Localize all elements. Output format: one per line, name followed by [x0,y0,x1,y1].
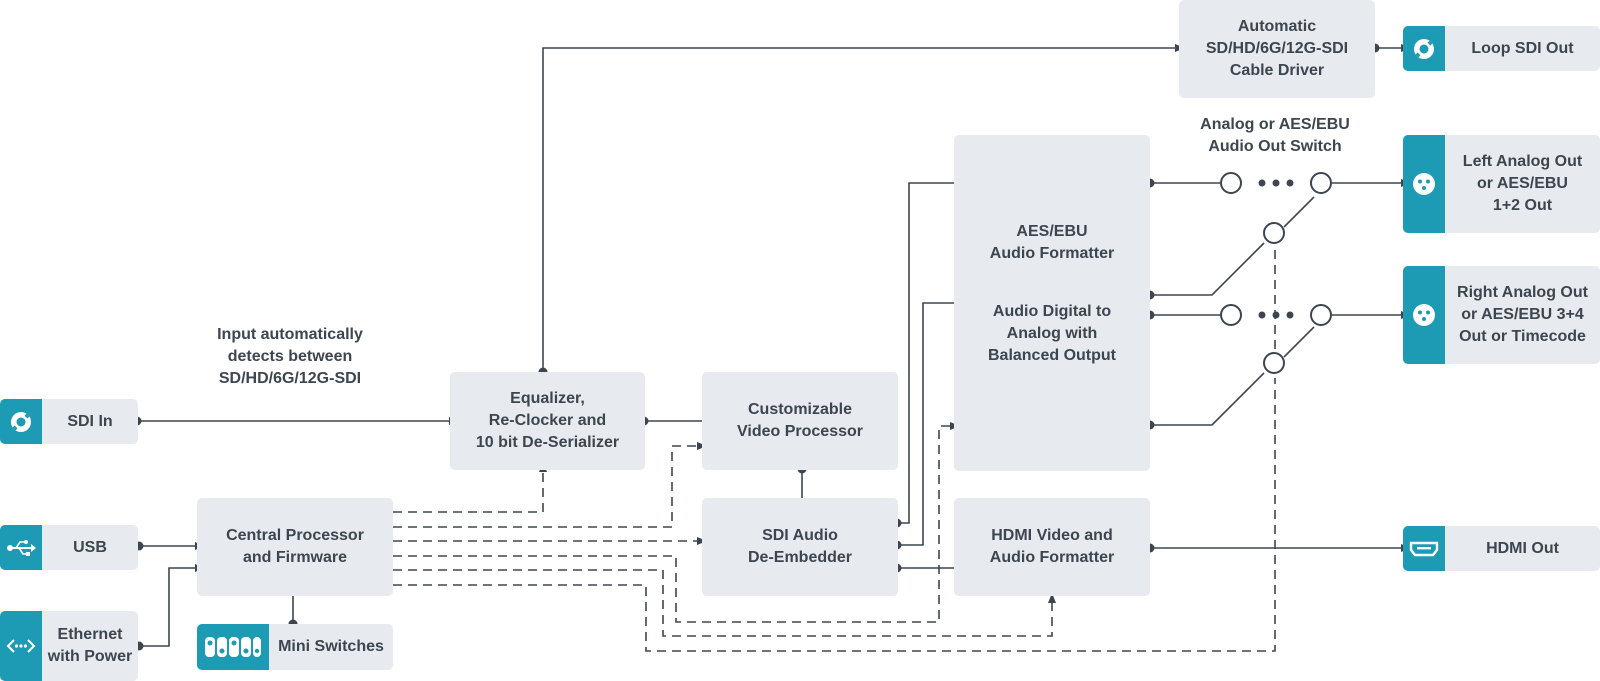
wire-switch1-lever [1283,196,1315,228]
ethernet-port: Ethernet with Power [0,611,138,681]
sdi-in-port: SDI In [0,399,138,444]
switch-contact-icon [1220,304,1242,326]
dac-label: Audio Digital to Analog with Balanced Ou… [987,303,1116,364]
aes-formatter-label: AES/EBU Audio Formatter [989,223,1115,262]
loop-sdi-out-port: Loop SDI Out [1403,26,1600,71]
central-processor-block: Central Processor and Firmware [197,498,393,596]
usb-label: USB [73,538,107,556]
xlr-connector-icon [1403,135,1445,233]
ellipsis-dot [1258,311,1266,319]
switch-contact-icon [1220,172,1242,194]
sdi-in-label: SDI In [67,412,113,430]
wire-equalizer-to-cable-driver [542,44,1185,372]
hdmi-out-port: HDMI Out [1403,526,1600,571]
bnc-connector-icon [1403,26,1445,71]
cable-driver-label: Automatic SD/HD/6G/12G-SDI Cable Driver [1205,18,1349,79]
mini-switches-port: Mini Switches [197,624,393,670]
wire-ethernet-to-central [139,564,205,647]
control-central-to-hdmi-formatter [393,569,1056,637]
hdmi-formatter-label: HDMI Video and Audio Formatter [989,527,1115,566]
audio-switch-note: Analog or AES/EBU Audio Out Switch [1200,116,1350,155]
hdmi-connector-icon [1403,526,1445,571]
switch-contact-icon [1310,304,1332,326]
left-analog-out-port: Left Analog Out or AES/EBU 1+2 Out [1403,135,1600,233]
equalizer-block: Equalizer, Re-Clocker and 10 bit De-Seri… [450,372,645,470]
audio-deembedder-block: SDI Audio De-Embedder [702,498,898,596]
ellipsis-dot [1286,179,1294,187]
wire-aes-out2 [1150,242,1265,296]
loop-sdi-out-label: Loop SDI Out [1471,39,1574,57]
switch-contact-icon [1263,222,1285,244]
ellipsis-dot [1286,311,1294,319]
audio-deembedder-label: SDI Audio De-Embedder [747,527,853,566]
switch-contact-icon [1310,172,1332,194]
xlr-connector-icon [1403,266,1445,364]
ethernet-icon [0,611,42,681]
input-detect-note: Input automatically detects between SD/H… [217,326,363,387]
hdmi-out-label: HDMI Out [1486,539,1559,557]
dip-switch-icon [197,624,269,670]
video-processor-label: Customizable Video Processor [737,401,863,440]
control-central-to-equalizer [393,462,547,513]
ethernet-label: Ethernet with Power [47,626,133,665]
left-analog-out-label: Left Analog Out or AES/EBU 1+2 Out [1462,153,1583,214]
bnc-connector-icon [0,399,42,444]
right-analog-out-port: Right Analog Out or AES/EBU 3+4 Out or T… [1403,266,1600,364]
control-central-to-audio-switch [393,378,1276,652]
control-central-to-video-processor [393,442,707,528]
ellipsis-dot [1272,179,1280,187]
central-processor-label: Central Processor and Firmware [226,527,364,566]
wire-switch2-lever [1283,326,1315,358]
video-processor-block: Customizable Video Processor [702,372,898,470]
mini-switches-label: Mini Switches [278,638,384,655]
wire-deembedder-to-aes [897,179,964,524]
wire-deembedder-to-dac [897,299,964,546]
hdmi-formatter-block: HDMI Video and Audio Formatter [954,498,1150,596]
wire-dac-out2 [1150,372,1265,426]
usb-port: USB [0,525,138,570]
ellipsis-dot [1272,311,1280,319]
right-analog-out-label: Right Analog Out or AES/EBU 3+4 Out or T… [1457,284,1588,345]
ellipsis-dot [1258,179,1266,187]
audio-formatter-dac-block: AES/EBU Audio Formatter Audio Digital to… [954,135,1150,471]
cable-driver-block: Automatic SD/HD/6G/12G-SDI Cable Driver [1179,0,1375,98]
equalizer-label: Equalizer, Re-Clocker and 10 bit De-Seri… [475,390,620,451]
usb-icon [0,525,42,570]
switch-contact-icon [1263,352,1285,374]
control-central-to-dac [393,422,960,623]
